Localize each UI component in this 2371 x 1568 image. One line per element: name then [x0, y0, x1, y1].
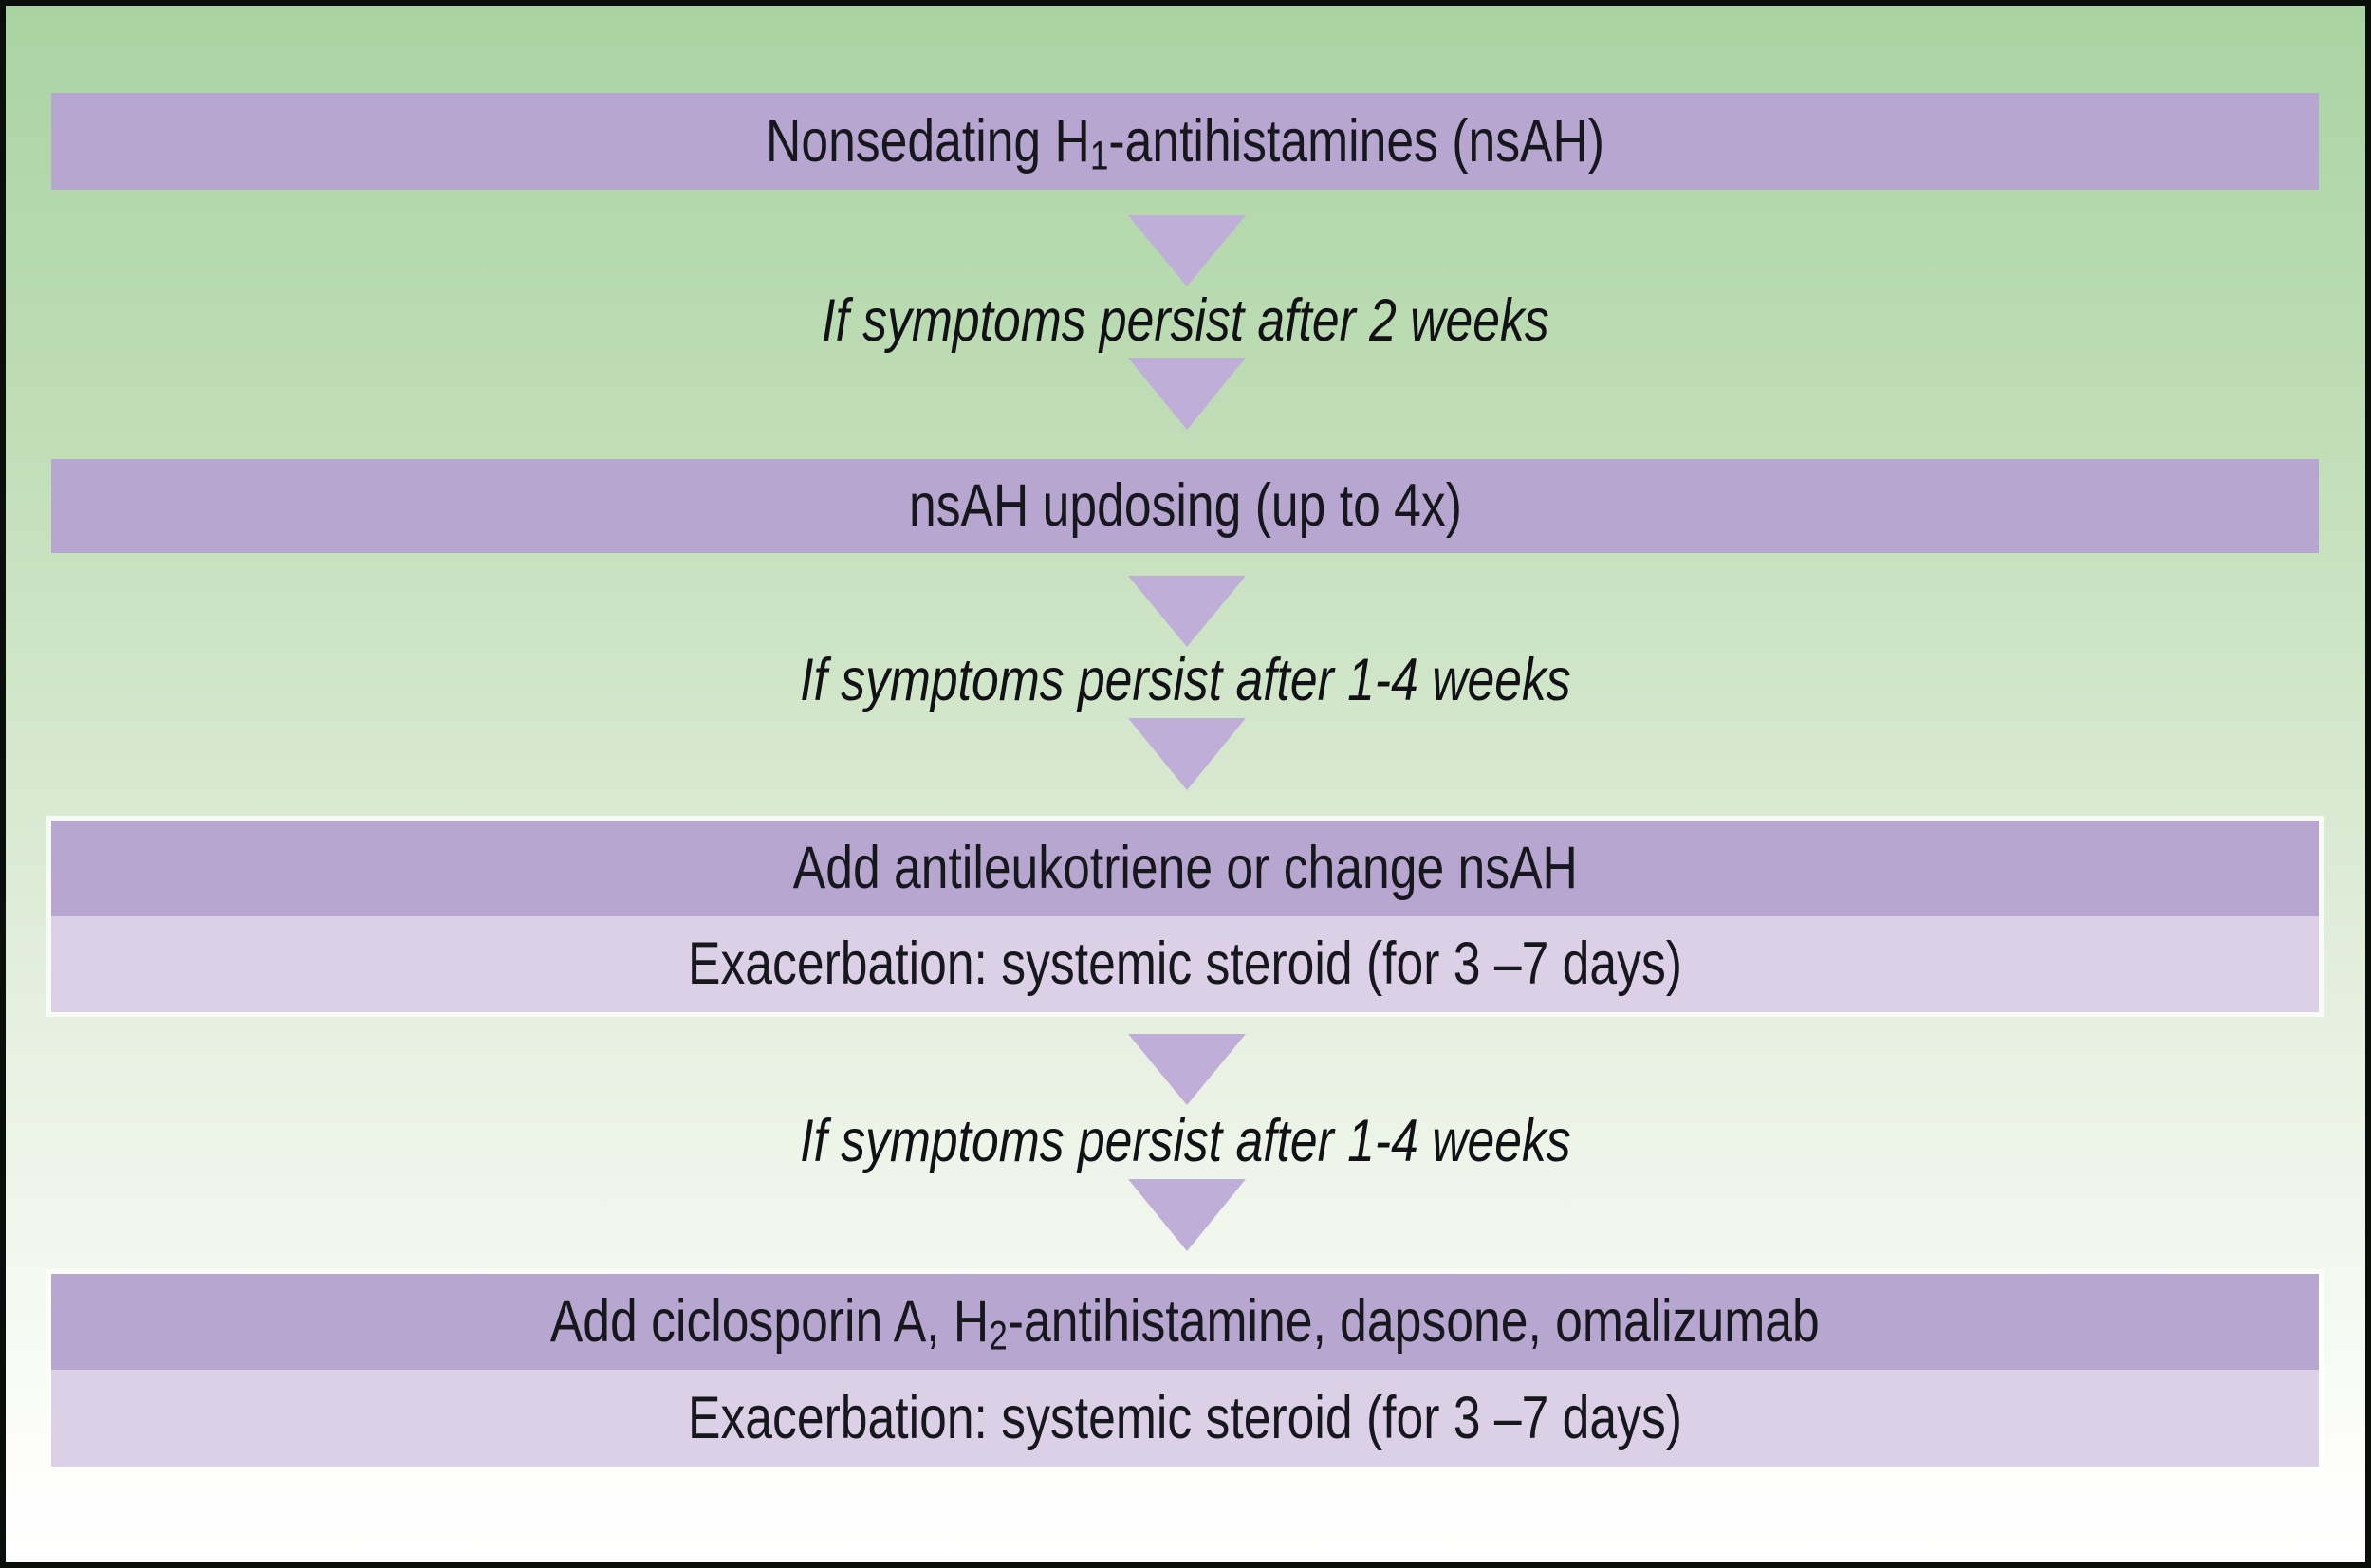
connector-label: If symptoms persist after 2 weeks	[6, 287, 2365, 354]
step-4-label: Add ciclosporin A, H2-antihistamine, dap…	[550, 1288, 1820, 1359]
arrow-down-icon	[1128, 215, 1246, 286]
connector-1-text: If symptoms persist after 2 weeks	[822, 286, 1549, 354]
step-2-label: nsAH updosing (up to 4x)	[908, 472, 1462, 539]
connector-2-text: If symptoms persist after 1-4 weeks	[800, 646, 1571, 713]
step-4-exacerbation-bar: Exacerbation: systemic steroid (for 3 –7…	[51, 1370, 2319, 1467]
connector-3-text: If symptoms persist after 1-4 weeks	[800, 1107, 1571, 1174]
figure-background: Nonsedating H1-antihistamines (nsAH) If …	[6, 6, 2365, 1562]
step-4-bar: Add ciclosporin A, H2-antihistamine, dap…	[51, 1274, 2319, 1370]
step-1-bar: Nonsedating H1-antihistamines (nsAH)	[51, 93, 2319, 190]
arrow-down-icon	[1128, 1179, 1246, 1251]
step-3-bar: Add antileukotriene or change nsAH	[51, 821, 2319, 916]
step-4-exacerbation-label: Exacerbation: systemic steroid (for 3 –7…	[688, 1384, 1682, 1451]
step-4-group: Add ciclosporin A, H2-antihistamine, dap…	[51, 1274, 2319, 1467]
arrow-down-icon	[1128, 718, 1246, 790]
step-3-exacerbation-label: Exacerbation: systemic steroid (for 3 –7…	[688, 931, 1682, 997]
step-3-exacerbation-bar: Exacerbation: systemic steroid (for 3 –7…	[51, 916, 2319, 1012]
arrow-down-icon	[1128, 576, 1246, 647]
step-3-label: Add antileukotriene or change nsAH	[792, 835, 1578, 901]
step-1-label: Nonsedating H1-antihistamines (nsAH)	[766, 107, 1604, 179]
connector-label: If symptoms persist after 1-4 weeks	[6, 1108, 2365, 1174]
arrow-down-icon	[1128, 358, 1246, 430]
step-3-group: Add antileukotriene or change nsAH Exace…	[51, 821, 2319, 1012]
arrow-down-icon	[1128, 1034, 1246, 1105]
connector-label: If symptoms persist after 1-4 weeks	[6, 647, 2365, 713]
step-2-bar: nsAH updosing (up to 4x)	[51, 459, 2319, 553]
